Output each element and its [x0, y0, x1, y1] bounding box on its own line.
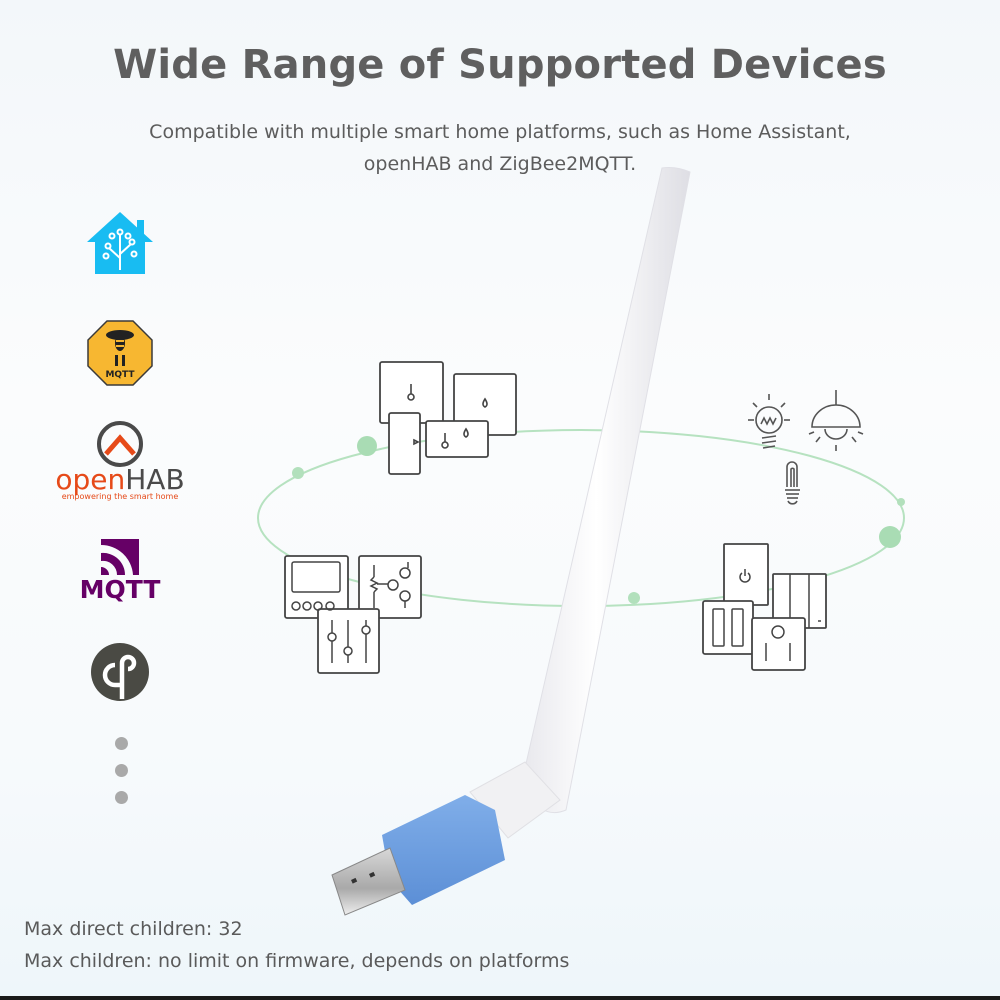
pendant-lamp-icon [808, 390, 864, 451]
subtitle-line-2: openHAB and ZigBee2MQTT. [363, 153, 637, 175]
more-dot [115, 764, 128, 777]
power-icon [739, 572, 751, 583]
dimmer-sliders-icon [327, 620, 371, 663]
socket-hole [771, 625, 785, 639]
water-drop-icon [463, 427, 469, 438]
mqtt-logo: MQTT [0, 537, 240, 603]
cfl-bulb-icon [785, 461, 800, 505]
gp-platform-logo [0, 643, 240, 701]
thermostat-icon [291, 561, 341, 593]
home-assistant-logo [0, 210, 240, 276]
openhab-wordmark: openHAB [55, 463, 185, 496]
home-assistant-icon [87, 212, 153, 274]
bottom-border [0, 996, 1000, 1000]
thermometer-icon [441, 433, 449, 449]
water-drop-icon [482, 397, 488, 408]
orbit-node [879, 526, 901, 548]
rocker-right [731, 608, 744, 647]
rocker-left [712, 608, 725, 647]
antenna [519, 167, 691, 814]
bulb-icon [748, 394, 790, 449]
thermometer-icon [407, 384, 415, 401]
page-title: Wide Range of Supported Devices [113, 42, 887, 88]
controller-glyphs [291, 561, 411, 663]
relay-icon [369, 562, 411, 608]
more-dot [115, 737, 128, 750]
door-sensor-icon [413, 438, 420, 446]
mqtt-wordmark: MQTT [79, 575, 161, 604]
svg-text:MQTT: MQTT [105, 370, 135, 380]
gp-circle-icon [91, 643, 149, 701]
orbit-node [628, 592, 640, 604]
mqtt-icon [101, 539, 139, 575]
more-dot [115, 791, 128, 804]
switch-glyphs [712, 569, 821, 661]
page-subtitle: Compatible with multiple smart home plat… [100, 116, 900, 180]
zigbee2mqtt-logo: MQTT [0, 320, 240, 386]
openhab-tagline: empowering the smart home [61, 492, 179, 501]
spec-max-children: Max children: no limit on firmware, depe… [24, 950, 570, 972]
door-sensor-panel [388, 412, 421, 475]
zigbee2mqtt-bee-icon: MQTT [87, 320, 153, 386]
openhab-logo: openHAB empowering the smart home [0, 420, 240, 501]
sensor-glyphs [407, 384, 488, 449]
usb-body [382, 795, 505, 905]
spec-max-direct-children: Max direct children: 32 [24, 918, 243, 940]
switches-group [702, 543, 827, 671]
usb-connector [331, 847, 406, 916]
lighting-group [748, 390, 864, 505]
openhab-icon [97, 421, 143, 467]
orbit-node [897, 498, 905, 506]
orbit-node [292, 467, 304, 479]
temp-humidity-panel [425, 420, 489, 458]
orbit-node [357, 436, 377, 456]
subtitle-line-1: Compatible with multiple smart home plat… [149, 121, 851, 143]
